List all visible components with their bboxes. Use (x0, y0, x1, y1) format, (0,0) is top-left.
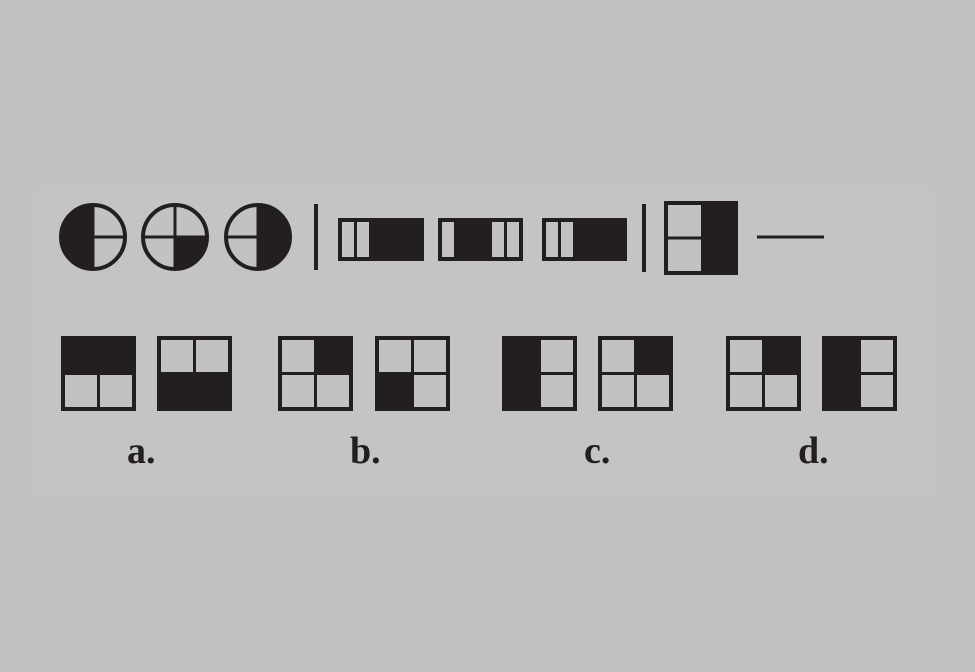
option-a-figure-2[interactable] (157, 336, 232, 411)
option-c-label[interactable]: c. (584, 430, 611, 472)
option-b-figure-1[interactable] (278, 336, 353, 411)
bar-figure-1 (338, 218, 424, 261)
circle-figure-2 (141, 203, 209, 271)
option-c-figure-1[interactable] (502, 336, 577, 411)
option-d-figure-1[interactable] (726, 336, 801, 411)
bar-figure-3 (542, 218, 627, 261)
option-b-label[interactable]: b. (350, 430, 381, 472)
circle-figure-3 (224, 203, 292, 271)
option-a-label[interactable]: a. (127, 430, 156, 472)
option-c-figure-2[interactable] (598, 336, 673, 411)
bar-figure-2 (438, 218, 523, 261)
option-d-figure-2[interactable] (822, 336, 897, 411)
option-a-figure-1[interactable] (61, 336, 136, 411)
circle-figure-1 (59, 203, 127, 271)
option-b-figure-2[interactable] (375, 336, 450, 411)
option-d-label[interactable]: d. (798, 430, 829, 472)
square-figure-question (664, 201, 738, 275)
